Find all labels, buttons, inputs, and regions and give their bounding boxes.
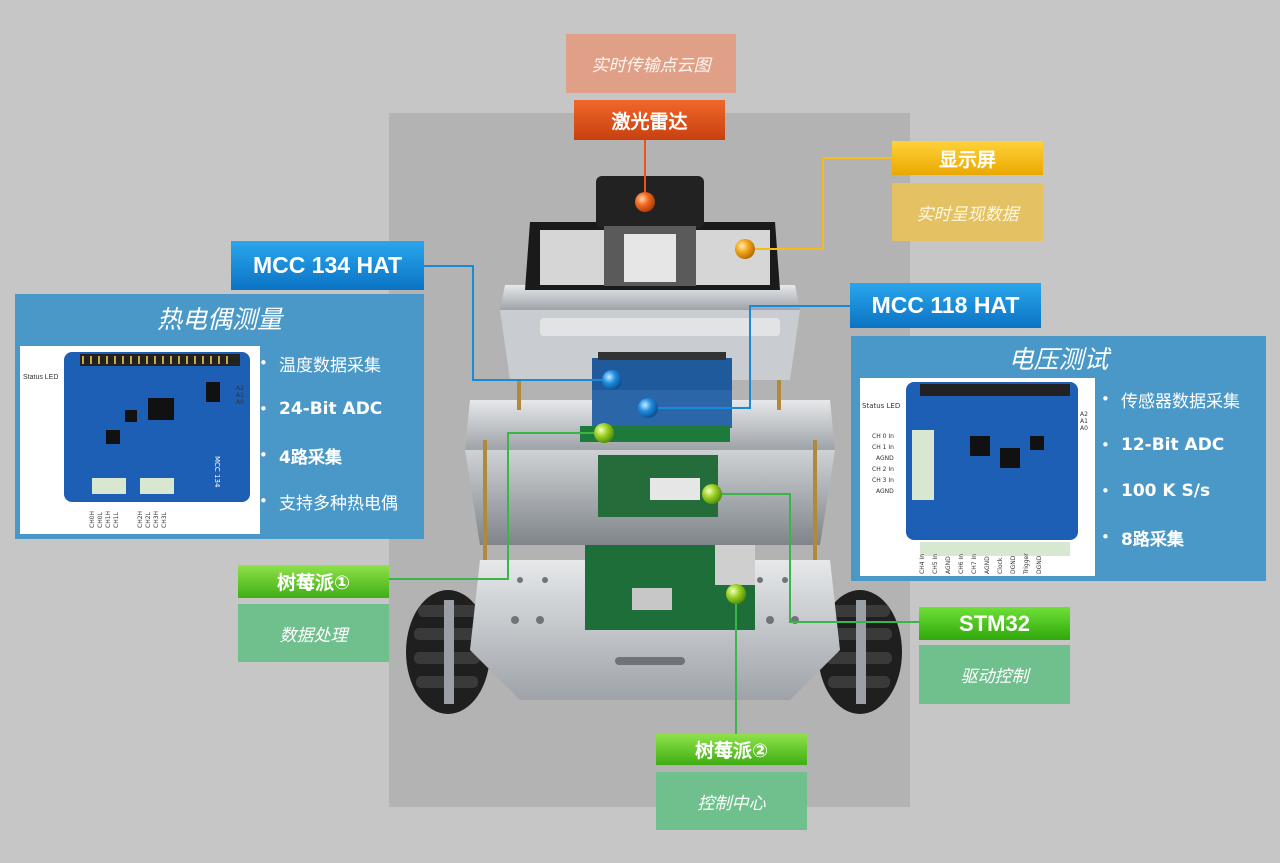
svg-text:CH7 In: CH7 In: [971, 554, 978, 574]
pi1-label: 树莓派①: [238, 565, 389, 598]
svg-text:Status LED: Status LED: [862, 402, 900, 410]
svg-text:MCC 134: MCC 134: [213, 456, 221, 488]
list-item: •支持多种热电偶: [259, 492, 398, 514]
svg-text:A0: A0: [236, 399, 244, 406]
mecanum-wheel-left: [406, 590, 490, 714]
display-marker: [735, 239, 755, 259]
svg-text:CH3H: CH3H: [153, 511, 160, 528]
pi1-desc: 数据处理: [238, 604, 389, 662]
list-item: •100 K S/s: [1101, 481, 1211, 501]
svg-text:CH 1 In: CH 1 In: [872, 444, 894, 451]
svg-text:CH3L: CH3L: [161, 511, 168, 528]
svg-text:CH5 In: CH5 In: [932, 554, 939, 574]
mcc118-panel-title: 电压测试: [1008, 345, 1109, 374]
svg-text:CH1H: CH1H: [105, 511, 112, 528]
lidar-label: 激光雷达: [574, 100, 725, 140]
svg-text:CH2H: CH2H: [137, 511, 144, 528]
svg-text:Trigger: Trigger: [1023, 553, 1030, 575]
mcc134-label: MCC 134 HAT: [231, 241, 424, 290]
mcc134-marker: [602, 370, 622, 390]
svg-text:CH6 In: CH6 In: [958, 554, 965, 574]
mcc118-label: MCC 118 HAT: [850, 283, 1041, 328]
display-label: 显示屏: [892, 141, 1043, 175]
stm32-desc: 驱动控制: [919, 645, 1070, 704]
svg-text:AGND: AGND: [876, 488, 894, 495]
mcc118-marker: [638, 398, 658, 418]
svg-text:CH1L: CH1L: [113, 511, 120, 528]
mcc118-panel: 电压测试 Status LED A2 A1 A0 CH 0 In CH 1 In…: [851, 336, 1266, 581]
svg-text:DGND: DGND: [1036, 555, 1043, 574]
svg-text:Clock: Clock: [997, 557, 1004, 574]
svg-text:AGND: AGND: [984, 556, 991, 574]
list-item: •温度数据采集: [259, 354, 381, 376]
svg-text:CH0L: CH0L: [97, 511, 104, 528]
mcc118-board-image: Status LED A2 A1 A0 CH 0 In CH 1 In AGND…: [860, 378, 1095, 576]
svg-text:CH 0 In: CH 0 In: [872, 433, 894, 440]
mcc134-panel-title: 热电偶测量: [156, 305, 282, 334]
list-item: •24-Bit ADC: [259, 399, 383, 419]
mcc134-board-image: Status LED A2 A1 A0 MCC 134 CH0H CH0L CH…: [20, 346, 260, 534]
pi1-marker: [594, 423, 614, 443]
mcc134-status-led-text: Status LED: [23, 374, 58, 381]
svg-text:CH 2 In: CH 2 In: [872, 466, 894, 473]
list-item: •4路采集: [259, 446, 342, 468]
svg-text:DGND: DGND: [1010, 555, 1017, 574]
svg-text:CH 3 In: CH 3 In: [872, 477, 894, 484]
pi2-marker: [726, 584, 746, 604]
pi2-label: 树莓派②: [656, 734, 807, 765]
list-item: •12-Bit ADC: [1101, 435, 1225, 455]
svg-text:A1: A1: [1080, 418, 1088, 425]
svg-text:CH2L: CH2L: [145, 511, 152, 528]
display-desc: 实时呈现数据: [892, 183, 1043, 241]
list-item: •传感器数据采集: [1101, 390, 1240, 412]
mcc134-feature-list: •温度数据采集 •24-Bit ADC •4路采集 •支持多种热电偶: [259, 340, 398, 524]
svg-text:A0: A0: [1080, 425, 1088, 432]
stm32-label: STM32: [919, 607, 1070, 640]
svg-text:A2: A2: [1080, 411, 1088, 418]
lidar-desc: 实时传输点云图: [566, 34, 736, 93]
stm32-marker: [702, 484, 722, 504]
svg-text:AGND: AGND: [876, 455, 894, 462]
svg-text:A2: A2: [236, 385, 244, 392]
mcc118-feature-list: •传感器数据采集 •12-Bit ADC •100 K S/s •8路采集: [1101, 376, 1240, 560]
svg-text:AGND: AGND: [945, 556, 952, 574]
mcc134-panel: 热电偶测量 Status LED A2 A1 A0 MCC 134 CH0H C…: [15, 294, 424, 539]
svg-text:A1: A1: [236, 392, 244, 399]
svg-text:CH4 In: CH4 In: [919, 554, 926, 574]
svg-text:CH0H: CH0H: [89, 511, 96, 528]
list-item: •8路采集: [1101, 528, 1184, 550]
pi2-desc: 控制中心: [656, 772, 807, 830]
lidar-marker: [635, 192, 655, 212]
